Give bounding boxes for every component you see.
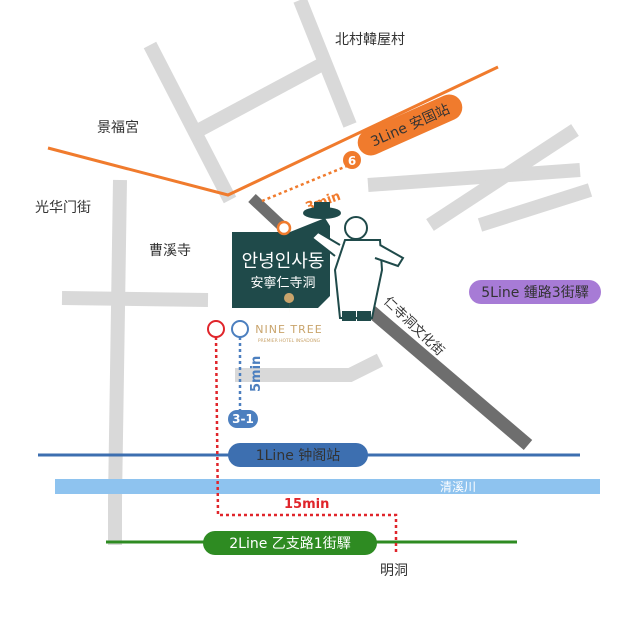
line1-exit-marker[interactable] bbox=[228, 410, 258, 428]
line3-exit-number: 6 bbox=[348, 154, 356, 168]
hanbok-figure-illustration bbox=[303, 202, 405, 321]
hotel-brand: NINE TREE bbox=[255, 323, 322, 336]
hotel-brand-sub: PREMIER HOTEL INSADONG bbox=[258, 338, 321, 344]
line3-badge[interactable]: 3Line 安国站 bbox=[354, 90, 467, 159]
place-myeongdong: 明洞 bbox=[380, 563, 408, 579]
road bbox=[61, 291, 209, 307]
river-label: 清溪川 bbox=[440, 480, 476, 494]
insadong-street bbox=[353, 295, 533, 450]
road bbox=[186, 53, 334, 142]
route-start-blue bbox=[231, 320, 249, 338]
line2-badge[interactable]: 2Line 乙支路1街驛 bbox=[203, 531, 377, 555]
line5-label: 5Line 鍾路3街驛 bbox=[481, 285, 588, 301]
line1-label: 1Line 钟阁站 bbox=[256, 447, 341, 464]
place-bukchon: 北村韓屋村 bbox=[335, 32, 405, 48]
route-time-line1: 5min bbox=[249, 356, 264, 392]
line1-exit-number: 3-1 bbox=[232, 412, 254, 426]
road bbox=[477, 183, 593, 232]
road bbox=[293, 0, 357, 128]
cheonggyecheon-river bbox=[55, 479, 600, 494]
hotel-name-korean: 안녕인사동 bbox=[242, 251, 325, 272]
road bbox=[426, 124, 579, 231]
place-gwanghwamun: 光华门街 bbox=[35, 200, 91, 216]
hotel-block bbox=[232, 218, 330, 308]
line3-track bbox=[47, 65, 499, 197]
location-pin-icon bbox=[284, 293, 295, 314]
line1-badge[interactable]: 1Line 钟阁站 bbox=[228, 443, 368, 467]
route-start-red bbox=[207, 320, 225, 338]
road bbox=[367, 163, 581, 192]
road bbox=[108, 179, 127, 545]
line2-label: 2Line 乙支路1街驛 bbox=[229, 536, 350, 552]
line3-exit-marker[interactable] bbox=[343, 151, 361, 169]
hotel-entrance-marker bbox=[276, 220, 292, 236]
road bbox=[235, 353, 384, 382]
road-network bbox=[61, 0, 593, 545]
line5-badge[interactable]: 5Line 鍾路3街驛 bbox=[469, 280, 601, 304]
hotel-name-hanja: 安寧仁寺洞 bbox=[250, 275, 315, 291]
place-jogyesa: 曹溪寺 bbox=[149, 243, 191, 259]
place-gyeongbokgung: 景福宮 bbox=[97, 120, 139, 136]
street-stub bbox=[248, 193, 288, 233]
road bbox=[143, 41, 237, 204]
route-time-line2: 15min bbox=[284, 497, 329, 512]
